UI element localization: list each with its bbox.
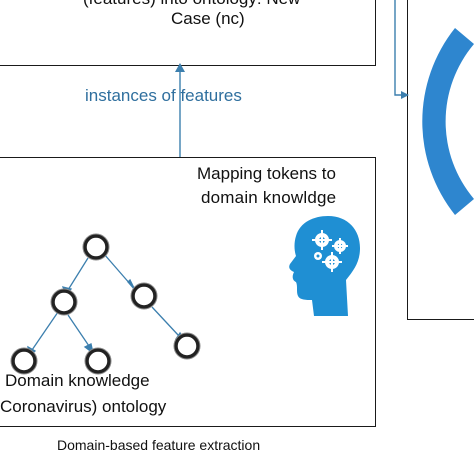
new-case-text-line2: Case (nc) (171, 9, 245, 28)
ontology-text-line1: Domain knowledge (5, 371, 150, 390)
tree-edge (31, 311, 59, 351)
ontology-text-line2: Coronavirus) ontology (0, 397, 167, 416)
retain-segment (422, 28, 474, 215)
tree-node (51, 289, 77, 315)
tree-node-root (83, 234, 109, 260)
figure-caption: Domain-based feature extraction (57, 437, 261, 453)
tree-edge-arrow (127, 278, 136, 291)
tree-edge (103, 253, 132, 286)
mapping-text-line1: Mapping tokens to (197, 164, 336, 183)
tree-edge (67, 314, 90, 347)
new-case-box: (features) into ontology: New Case (nc) (0, 0, 376, 66)
instances-arrow-head (175, 63, 185, 72)
tree-node (131, 283, 157, 309)
tree-node (174, 333, 200, 359)
mapping-text-line2: domain knowldge (201, 188, 337, 207)
tree-edge (67, 257, 89, 291)
tree-node (85, 348, 111, 374)
new-case-text-line1: (features) into ontology: New (83, 0, 300, 9)
tree-edge (151, 306, 180, 337)
retain-arrow-head (401, 91, 409, 99)
instances-of-features-label: instances of features (85, 86, 242, 105)
tree-node (11, 348, 37, 374)
